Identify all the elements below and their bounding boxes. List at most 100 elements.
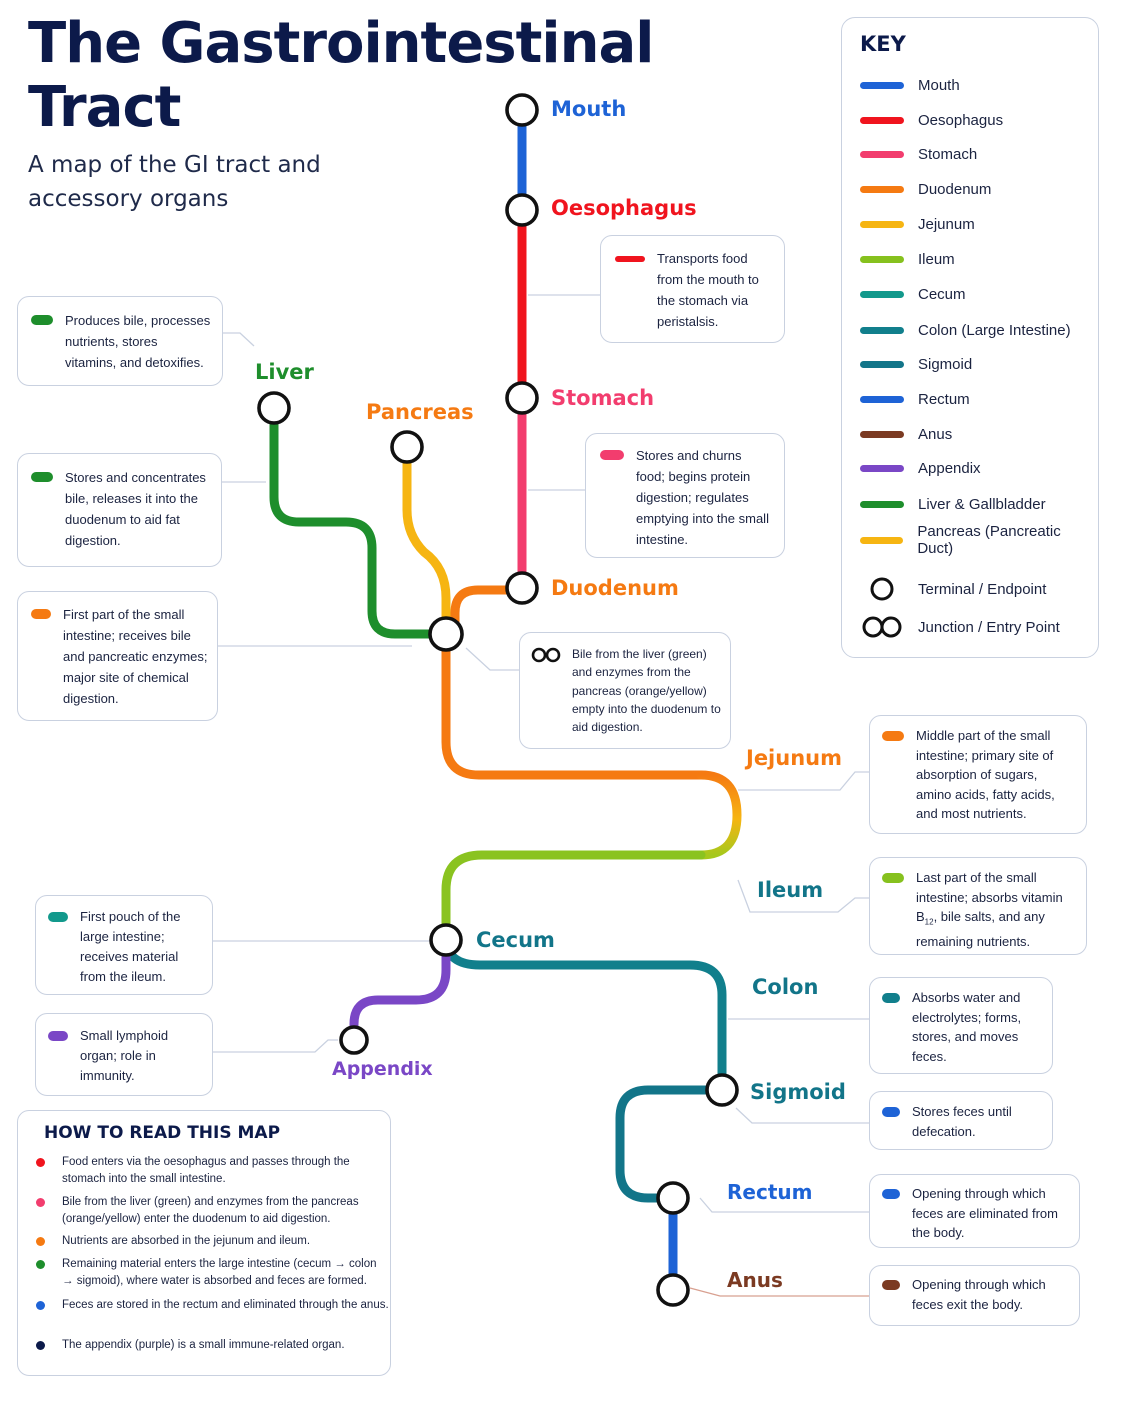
note-text-duodenum: First part of the small intestine; recei… — [63, 607, 208, 706]
ileum-text-start: Last part of the small intestine; absorb… — [916, 870, 1063, 924]
note-text-junction: Bile from the liver (green) and enzymes … — [572, 647, 721, 735]
note-text-colon: Absorbs water and electrolytes; forms, s… — [912, 990, 1022, 1064]
key-item: Stomach — [860, 142, 977, 166]
note-ileum: Last part of the small intestine; absorb… — [869, 857, 1087, 955]
how-to-read-text: Feces are stored in the rectum and elimi… — [62, 1299, 389, 1311]
title-line-2: Tract — [28, 75, 181, 140]
key-swatch — [860, 536, 904, 544]
key-item-label: Sigmoid — [918, 355, 973, 373]
note-text-sigmoid: Stores feces until defecation. — [912, 1104, 1012, 1139]
station-liver-marker — [257, 391, 291, 425]
key-terminal: Terminal / Endpoint — [860, 577, 1046, 601]
bullet-icon — [36, 1198, 45, 1207]
connector-ileum — [737, 879, 869, 913]
note-stomach: Stores and churns food; begins protein d… — [585, 433, 785, 558]
key-item-label: Duodenum — [918, 180, 992, 198]
key-item: Anus — [860, 422, 952, 446]
station-sigmoid-marker — [705, 1073, 739, 1107]
key-swatch — [860, 430, 904, 438]
station-label-jejunum: Jejunum — [746, 746, 842, 770]
key-swatch — [860, 220, 904, 228]
key-item-label: Ileum — [918, 250, 955, 268]
key-swatch — [860, 150, 904, 158]
note-swatch-ileum — [882, 873, 904, 883]
bullet-icon — [36, 1158, 45, 1167]
station-label-appendix: Appendix — [332, 1058, 433, 1080]
station-label-sigmoid: Sigmoid — [750, 1080, 846, 1104]
station-label-stomach: Stomach — [551, 386, 655, 410]
how-to-read-title: HOW TO READ THIS MAP — [44, 1123, 281, 1143]
key-item-label: Mouth — [918, 76, 960, 94]
key-item-label: Colon (Large Intestine) — [918, 321, 1071, 339]
note-swatch-oesophagus — [615, 256, 645, 262]
note-rectum: Opening through which feces are eliminat… — [869, 1174, 1080, 1248]
note-swatch-gallbladder — [31, 472, 53, 482]
station-appendix-marker — [339, 1025, 369, 1055]
key-terminal-label: Terminal / Endpoint — [918, 580, 1047, 598]
how-to-read-item: Remaining material enters the large inte… — [36, 1256, 391, 1290]
line-liver-gallbladder — [269, 403, 451, 639]
how-to-read-item: Bile from the liver (green) and enzymes … — [36, 1194, 391, 1228]
key-item: Cecum — [860, 282, 966, 306]
key-item-label: Oesophagus — [918, 111, 1004, 129]
note-colon: Absorbs water and electrolytes; forms, s… — [869, 977, 1053, 1074]
note-cecum: First pouch of the large intestine; rece… — [35, 895, 213, 995]
page-title: The Gastrointestinal Tract — [28, 11, 654, 140]
note-text-anus: Opening through which feces exit the bod… — [912, 1277, 1046, 1312]
note-gallbladder: Stores and concentrates bile, releases i… — [17, 453, 222, 567]
station-cecum-marker — [429, 923, 463, 957]
bullet-icon — [36, 1301, 45, 1310]
note-text-ileum: Last part of the small intestine; absorb… — [916, 868, 1076, 952]
note-text-oesophagus: Transports food from the mouth to the st… — [657, 251, 759, 329]
note-text-stomach: Stores and churns food; begins protein d… — [636, 448, 769, 547]
connector-lines — [213, 294, 869, 1297]
station-rectum-marker — [656, 1181, 690, 1215]
ileum-text-subscript: 12 — [924, 917, 934, 927]
station-label-anus: Anus — [727, 1268, 783, 1292]
how-to-read-item: Nutrients are absorbed in the jejunum an… — [36, 1233, 391, 1250]
how-to-read-item: Feces are stored in the rectum and elimi… — [36, 1297, 391, 1314]
note-liver: Produces bile, processes nutrients, stor… — [17, 296, 223, 386]
key-swatch — [860, 360, 904, 368]
note-swatch-anus — [882, 1280, 900, 1290]
key-item: Sigmoid — [860, 352, 972, 376]
connector-junction — [465, 647, 519, 671]
key-title: KEY — [860, 32, 906, 56]
bullet-icon — [36, 1260, 45, 1269]
connector-jejunum — [738, 771, 869, 791]
station-duodenum-marker — [505, 571, 539, 605]
station-oesophagus-marker — [505, 193, 539, 227]
note-text-liver: Produces bile, processes nutrients, stor… — [65, 313, 211, 370]
note-text-gallbladder: Stores and concentrates bile, releases i… — [65, 470, 206, 548]
bullet-icon — [36, 1341, 45, 1350]
ileum-text-end: , bile salts, and any remaining nutrient… — [916, 909, 1045, 950]
key-item-label: Appendix — [918, 459, 981, 477]
page-subtitle: A map of the GI tract and accessory orga… — [28, 152, 321, 212]
station-label-ileum: Ileum — [757, 878, 824, 902]
key-item-label: Jejunum — [918, 215, 975, 233]
key-swatch — [860, 500, 904, 508]
note-appendix: Small lymphoid organ; role in immunity. — [35, 1013, 213, 1096]
terminal-icon — [860, 576, 904, 602]
junction-key-icon — [860, 615, 904, 639]
title-line-1: The Gastrointestinal — [28, 11, 654, 76]
line-appendix — [349, 935, 451, 1045]
connector-appendix — [213, 1039, 338, 1053]
how-to-read-text: Remaining material enters the large inte… — [62, 1258, 377, 1287]
note-text-jejunum: Middle part of the small intestine; prim… — [916, 728, 1055, 821]
line-colon — [441, 933, 727, 1095]
note-swatch-cecum — [48, 912, 68, 922]
key-item: Duodenum — [860, 177, 991, 201]
connector-anus — [689, 1287, 869, 1297]
key-swatch — [860, 81, 904, 89]
key-item-label: Liver & Gallbladder — [918, 495, 1046, 513]
line-duodenum — [441, 629, 706, 780]
station-label-oesophagus: Oesophagus — [551, 196, 697, 220]
key-item: Oesophagus — [860, 108, 1003, 132]
note-swatch-sigmoid — [882, 1107, 900, 1117]
station-label-rectum: Rectum — [727, 1180, 813, 1204]
note-junction: Bile from the liver (green) and enzymes … — [519, 632, 731, 749]
note-swatch-colon — [882, 993, 900, 1003]
how-to-read-panel: HOW TO READ THIS MAP Food enters via the… — [17, 1110, 391, 1376]
